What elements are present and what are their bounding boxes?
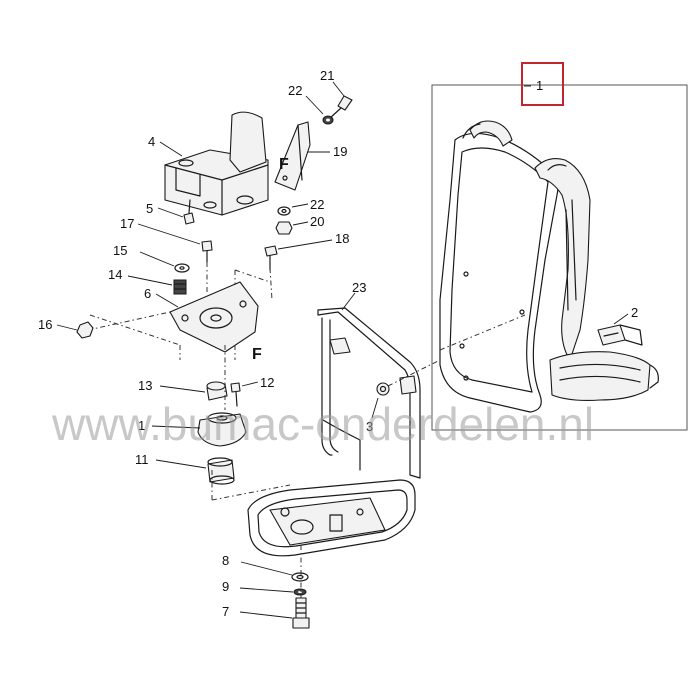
part-4-mounting-bracket (164, 111, 269, 216)
part-2-buckle (597, 324, 643, 346)
part-22-washer-upper (322, 115, 334, 125)
callout-part-18: 18 (335, 231, 349, 246)
callout-part-17: 17 (120, 216, 134, 231)
callout-part-1-lower: 1 (138, 418, 145, 433)
part-23-tube-frame (247, 307, 421, 557)
callout-part-1: 1 (536, 78, 543, 93)
callout-part-14: 14 (108, 267, 122, 282)
part-9-lock-washer (293, 588, 307, 596)
watermark-text: www.bumac-onderdelen.nl (51, 398, 594, 450)
callout-part-20: 20 (310, 214, 324, 229)
part-14-spring (173, 279, 187, 295)
callout-part-21: 21 (320, 68, 334, 83)
callout-part-4: 4 (148, 134, 155, 149)
callout-part-6: 6 (144, 286, 151, 301)
part-15-washer (174, 263, 190, 273)
callout-part-5: 5 (146, 201, 153, 216)
part-7-bolt (292, 597, 310, 629)
callout-part-22-lower: 22 (310, 197, 324, 212)
part-21-bolt (329, 95, 353, 119)
frame-marker-f-lower: F (252, 346, 262, 363)
part-5-bolt (183, 199, 195, 225)
part-17-bolt (201, 240, 213, 263)
part-16-nut (76, 321, 94, 339)
callout-part-12: 12 (260, 375, 274, 390)
part-1-cup-mount (197, 412, 247, 447)
part-22-washer-lower (277, 206, 291, 216)
part-1-highlight-box (521, 62, 564, 106)
callout-part-15: 15 (113, 243, 127, 258)
part-8-washer (291, 572, 309, 582)
part-18-bolt (264, 245, 278, 271)
part-11-rubber-damper (207, 457, 235, 485)
part-6-base-plate (169, 281, 259, 353)
callout-part-3: 3 (366, 419, 373, 434)
callout-part-7: 7 (222, 604, 229, 619)
part-19-side-bracket (274, 121, 311, 191)
part-12-bolt (230, 382, 241, 407)
part-20-nut (275, 221, 293, 235)
part-1-backpack-harness (439, 120, 659, 413)
part-3-bolt (376, 382, 390, 396)
backpack-panel-frame (431, 84, 688, 431)
callout-part-8: 8 (222, 553, 229, 568)
callout-part-11: 11 (135, 452, 149, 467)
frame-marker-f-upper: F (279, 156, 289, 173)
callout-part-19: 19 (333, 144, 347, 159)
callout-part-13: 13 (138, 378, 152, 393)
callout-part-22-upper: 22 (288, 83, 302, 98)
callout-part-16: 16 (38, 317, 52, 332)
callout-part-2: 2 (631, 305, 638, 320)
callout-part-9: 9 (222, 579, 229, 594)
callout-part-23: 23 (352, 280, 366, 295)
part-13-damper (206, 381, 228, 401)
